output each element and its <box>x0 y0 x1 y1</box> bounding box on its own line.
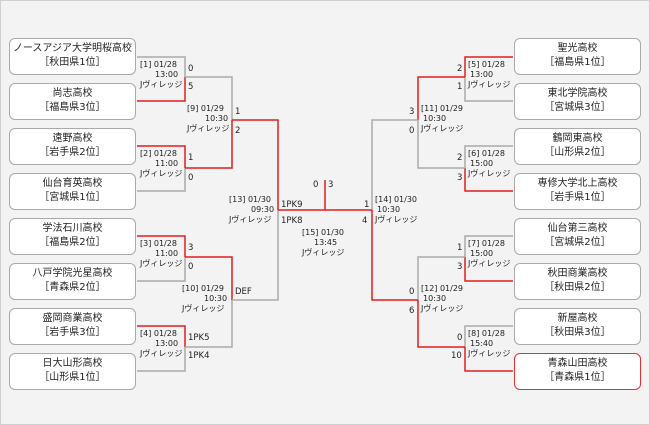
team-right-6: 秋田商業高校［秋田県2位］ <box>514 263 641 300</box>
score: 4 <box>362 216 368 226</box>
score: 1 <box>188 153 194 163</box>
team-right-1: 聖光高校［福島県1位］ <box>514 38 641 75</box>
score: 1 <box>364 200 370 210</box>
score: 0 <box>188 262 194 272</box>
score: 5 <box>188 82 194 92</box>
score: 0 <box>409 287 415 297</box>
score: DEF <box>235 287 252 297</box>
score: 3 <box>409 107 415 117</box>
score: 1 <box>235 107 241 117</box>
team-left-1: ノースアジア大学明桜高校［秋田県1位］ <box>9 38 136 75</box>
team-right-2: 東北学院高校［宮城県3位］ <box>514 83 641 120</box>
score: 0 <box>457 333 463 343</box>
score: 0 <box>188 64 194 74</box>
team-left-7: 盛岡商業高校［岩手県3位］ <box>9 308 136 345</box>
team-left-2: 尚志高校［福島県3位］ <box>9 83 136 120</box>
team-left-6: 八戸学院光星高校［青森県2位］ <box>9 263 136 300</box>
score: 3 <box>457 173 463 183</box>
score: 10 <box>451 351 462 361</box>
score: 0 <box>188 173 194 183</box>
team-left-5: 学法石川高校［福島県2位］ <box>9 218 136 255</box>
score: 2 <box>235 126 241 136</box>
team-right-5: 仙台第三高校［宮城県2位］ <box>514 218 641 255</box>
team-right-7: 新屋高校［秋田県3位］ <box>514 308 641 345</box>
score: 1 <box>457 82 463 92</box>
score: 1PK4 <box>188 351 210 361</box>
score: 2 <box>457 153 463 163</box>
score: 2 <box>457 64 463 74</box>
score: 0 <box>409 126 415 136</box>
score: 1PK5 <box>188 333 210 343</box>
score: 1PK8 <box>281 216 303 226</box>
score: 1PK9 <box>281 200 303 210</box>
score: 3 <box>457 262 463 272</box>
team-left-3: 遠野高校［岩手県2位］ <box>9 128 136 165</box>
team-left-8: 日大山形高校［山形県1位］ <box>9 353 136 390</box>
score: 1 <box>457 243 463 253</box>
team-right-4: 専修大学北上高校［岩手県1位］ <box>514 173 641 210</box>
score: 6 <box>409 306 415 316</box>
score: 3 <box>188 243 194 253</box>
team-left-4: 仙台育英高校［宮城県1位］ <box>9 173 136 210</box>
team-right-3: 鶴岡東高校［山形県2位］ <box>514 128 641 165</box>
score: 3 <box>328 180 334 190</box>
score: 0 <box>313 180 319 190</box>
team-right-8-champion: 青森山田高校［青森県1位］ <box>514 353 641 390</box>
